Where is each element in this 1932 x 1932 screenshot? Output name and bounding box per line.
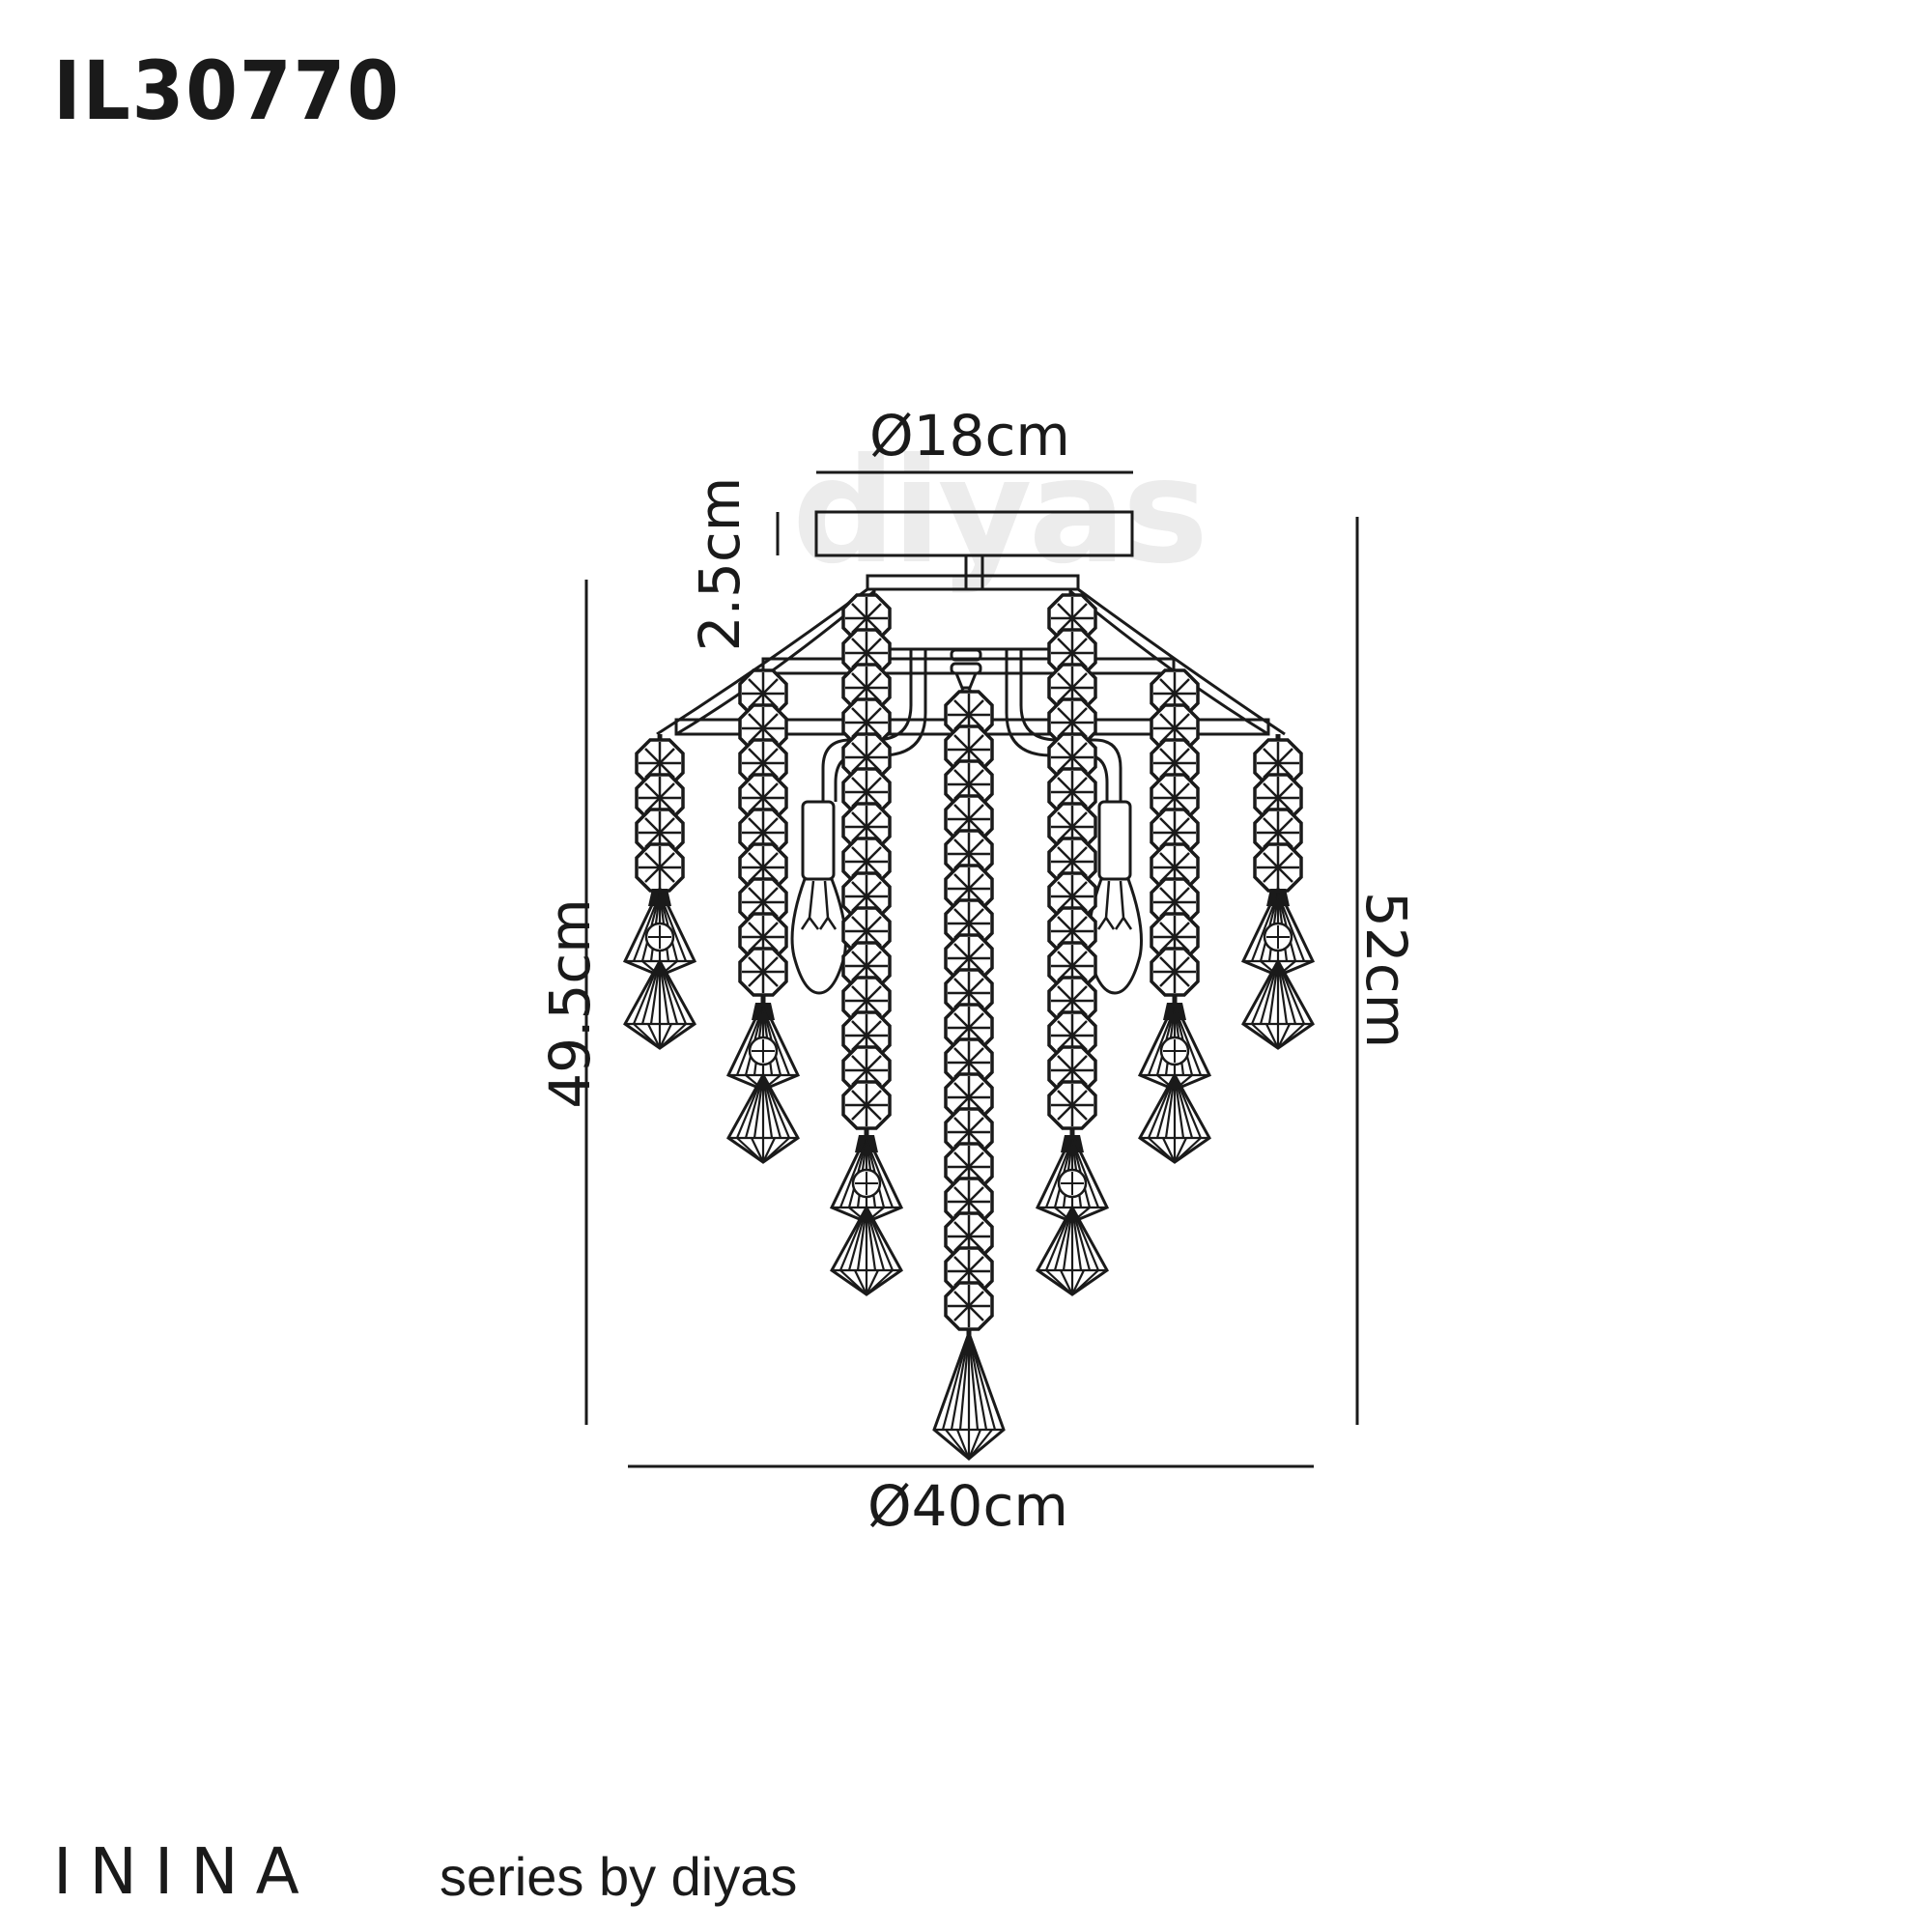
crystal-strand [1241,734,1315,1050]
crystal-strand [1036,593,1109,1296]
ceiling-plate [814,510,1134,557]
dim-label-body-height: 49.5cm [537,898,603,1109]
crystal-strand [830,593,903,1296]
crystal-strand [726,668,800,1164]
dim-label-plate-height: 2.5cm [687,476,753,652]
product-code-title: IL30770 [53,43,401,138]
crystal-strand [932,690,1006,1461]
dim-label-overall-height: 52cm [1353,891,1419,1049]
series-by-brand: series by diyas [440,1846,798,1907]
dim-label-plate-diameter: Ø18cm [869,403,1070,469]
crystal-strand [1138,668,1211,1164]
crystal-strand [623,734,696,1050]
dim-label-overall-diameter: Ø40cm [867,1473,1068,1539]
series-name: ININA [53,1834,317,1909]
